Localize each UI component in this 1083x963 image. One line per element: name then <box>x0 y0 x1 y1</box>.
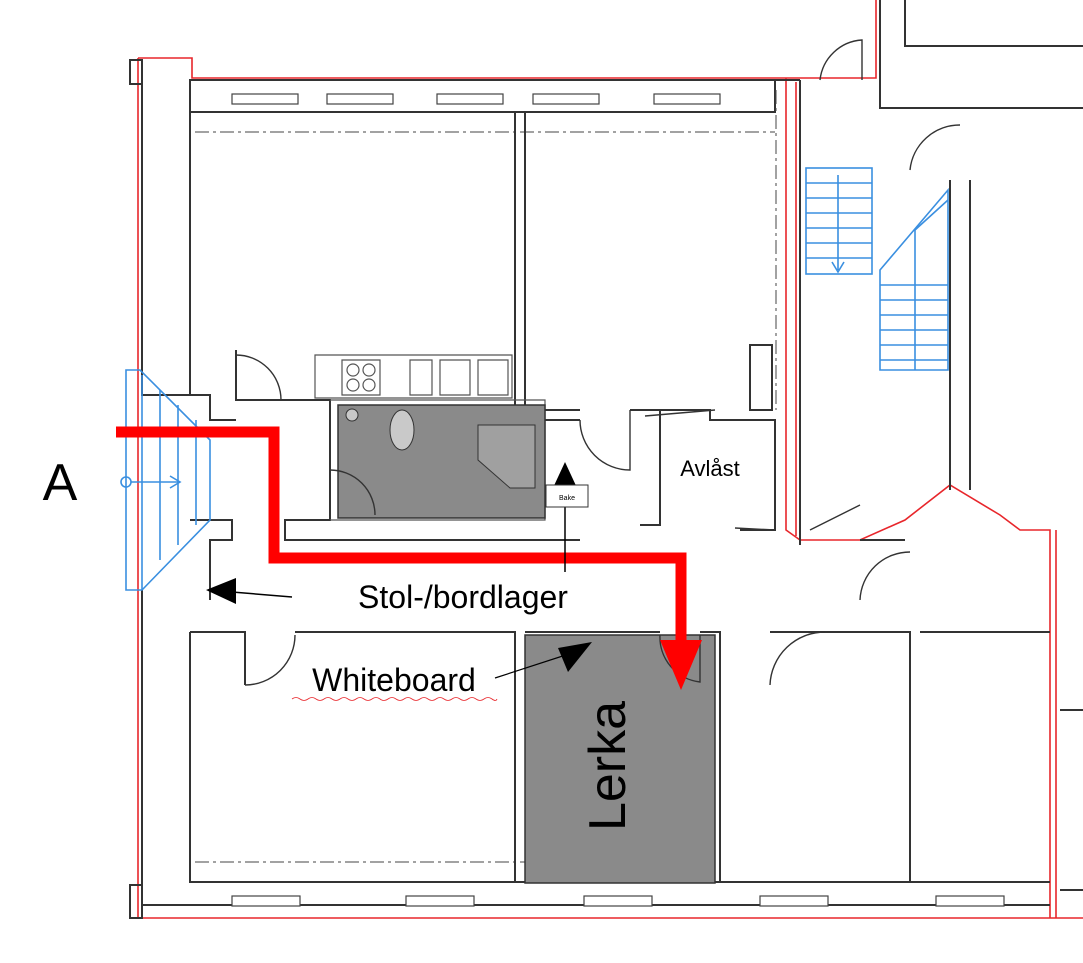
route <box>116 426 702 690</box>
whiteboard-label: Whiteboard <box>312 662 476 698</box>
windows-bottom <box>231 895 1005 907</box>
grey-rooms <box>337 404 716 884</box>
storage-label: Stol-/bordlager <box>358 579 568 615</box>
entrance-label: A <box>43 454 78 512</box>
spell-underline <box>291 697 498 701</box>
annotation-arrows <box>206 462 592 679</box>
property-boundary <box>137 0 1083 919</box>
sign-label: Bake <box>559 495 575 502</box>
doors <box>235 39 961 686</box>
stairs <box>120 167 949 591</box>
room-name-label: Lerka <box>579 701 637 831</box>
windows-top <box>231 93 721 105</box>
kitchen-counter <box>341 359 509 396</box>
pointer-arrow <box>558 642 592 672</box>
pointer-arrow <box>552 462 578 490</box>
locked-room-label: Avlåst <box>680 456 740 481</box>
exterior-walls <box>129 0 1083 919</box>
pointer-arrow <box>206 578 236 604</box>
route-arrow <box>660 640 702 690</box>
